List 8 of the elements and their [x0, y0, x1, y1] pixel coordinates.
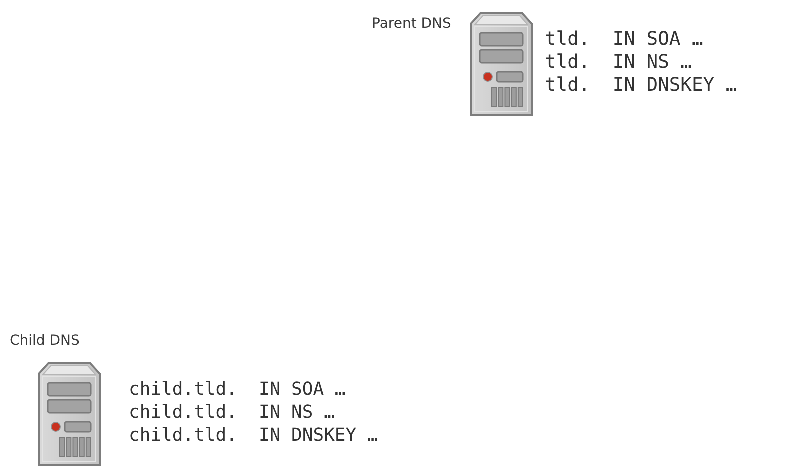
dns-record: tld. IN DNSKEY … [545, 76, 738, 96]
server-label: Parent DNS [372, 16, 452, 33]
dns-record: child.tld. IN DNSKEY … [129, 426, 378, 446]
dns-record: child.tld. IN SOA … [129, 380, 346, 400]
dns-record: tld. IN NS … [545, 53, 692, 73]
server-label: Child DNS [10, 333, 80, 350]
dns-record: child.tld. IN NS … [129, 403, 335, 423]
dns-record: tld. IN SOA … [545, 30, 704, 50]
